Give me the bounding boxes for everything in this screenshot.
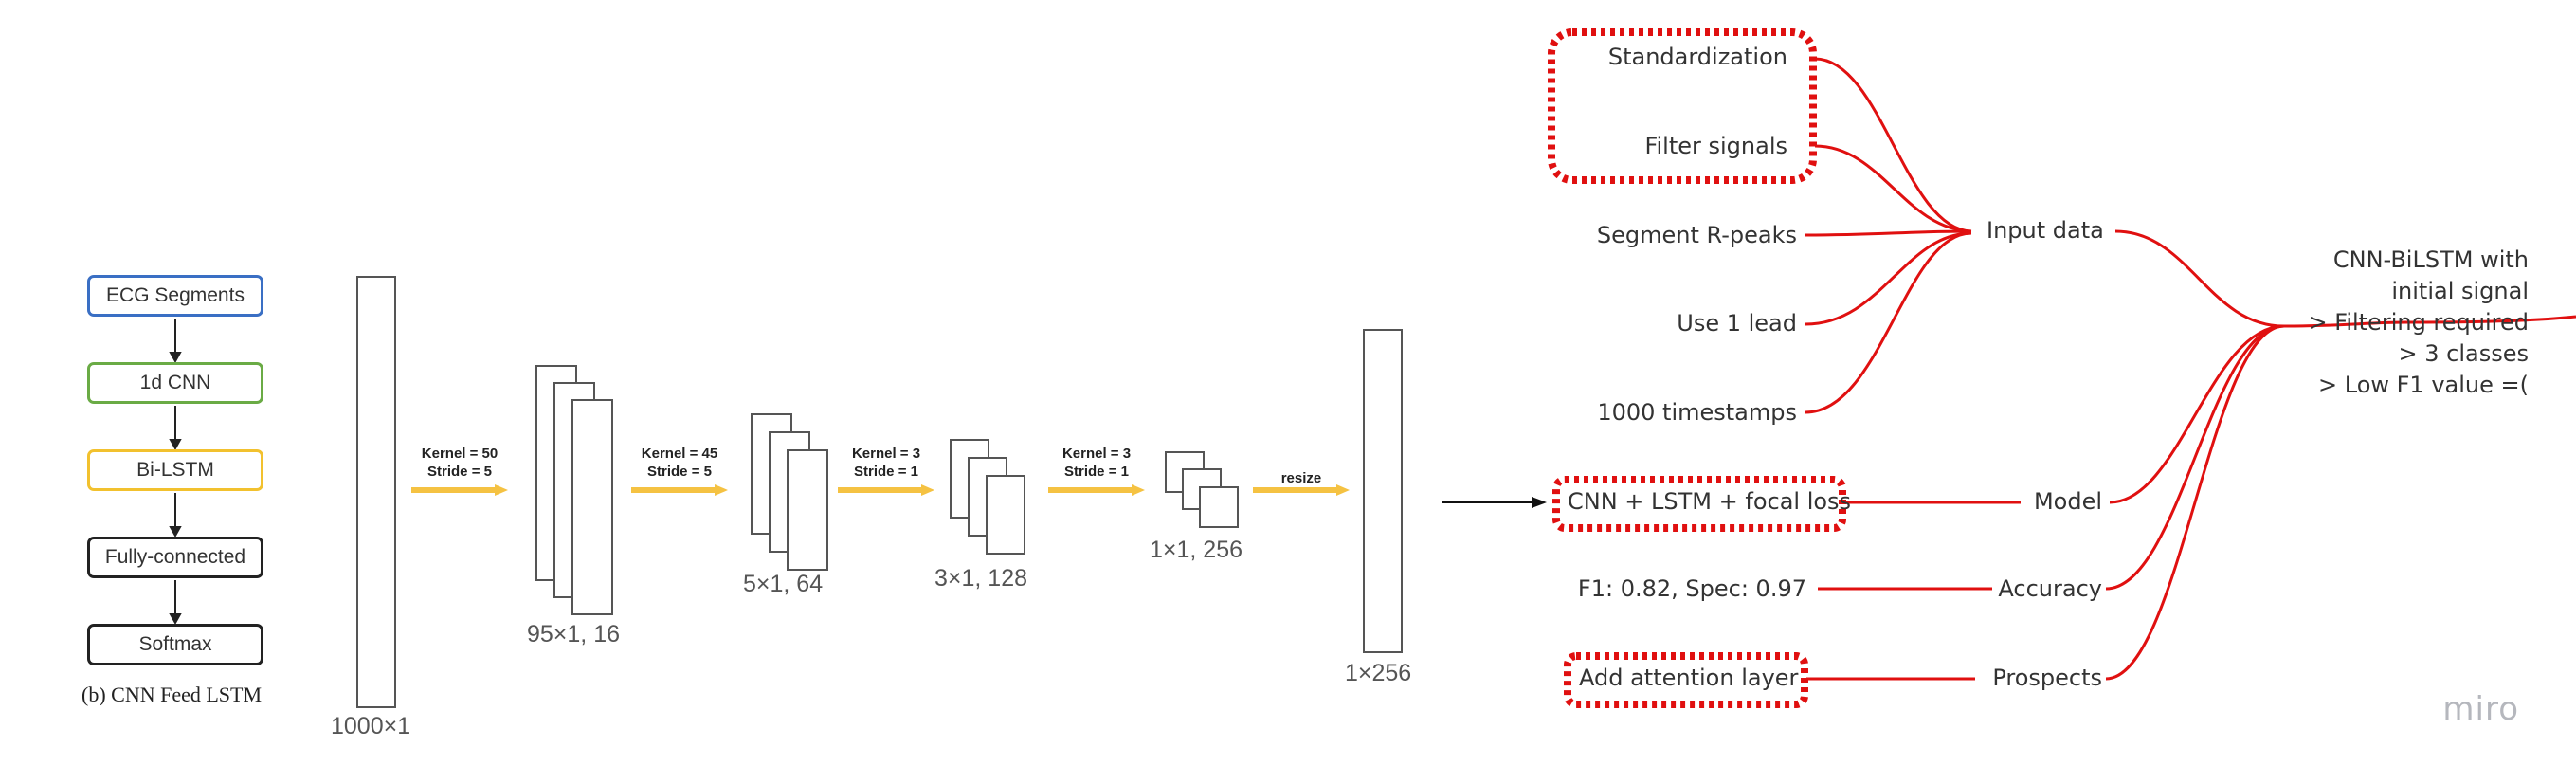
op-label-3-stride: Stride = 1	[854, 464, 918, 480]
flow-caption: (b) CNN Feed LSTM	[82, 683, 263, 706]
highlight-preprocessing	[1548, 28, 1817, 184]
highlight-prospects	[1564, 652, 1808, 708]
op-label-2-stride: Stride = 5	[647, 464, 712, 480]
op-label-1: Kernel = 50 Stride = 5	[408, 445, 512, 481]
input-item-segment-r-peaks: Segment R-peaks	[1596, 222, 1797, 248]
dim-label-3x1-128: 3×1, 128	[934, 565, 1028, 592]
dim-label-5x1-64: 5×1, 64	[743, 571, 824, 597]
input-item-filter-signals: Filter signals	[1644, 133, 1787, 159]
flow-connectors	[169, 319, 182, 626]
op-label-5: resize	[1280, 470, 1322, 486]
branch-model: Model	[2033, 488, 2102, 515]
miro-watermark: miro	[2442, 690, 2519, 728]
dim-label-95x1-16: 95×1, 16	[527, 621, 621, 647]
highlight-frames	[1548, 28, 1846, 708]
root-line-3: > Filtering required	[2308, 309, 2529, 336]
accuracy-item: F1: 0.82, Spec: 0.97	[1577, 575, 1806, 602]
input-item-use-1-lead: Use 1 lead	[1677, 310, 1797, 337]
flow-box-1d-cnn: 1d CNN	[87, 362, 263, 404]
flow-box-bi-lstm: Bi-LSTM	[87, 449, 263, 491]
op-label-4: Kernel = 3 Stride = 1	[1044, 445, 1149, 481]
layer-95x1-16	[535, 365, 613, 615]
dim-label-1x256: 1×256	[1345, 660, 1412, 686]
branch-accuracy: Accuracy	[1998, 575, 2102, 602]
flow-box-softmax: Softmax	[87, 624, 263, 665]
input-item-standardization: Standardization	[1607, 44, 1787, 70]
op-label-3-kernel: Kernel = 3	[851, 446, 921, 462]
op-label-4-stride: Stride = 1	[1064, 464, 1129, 480]
op-label-1-kernel: Kernel = 50	[421, 446, 499, 462]
highlight-model	[1552, 476, 1846, 532]
branch-prospects: Prospects	[1992, 665, 2102, 691]
flow-box-ecg-segments: ECG Segments	[87, 275, 263, 317]
op-label-2-kernel: Kernel = 45	[641, 446, 718, 462]
op-label-2: Kernel = 45 Stride = 5	[627, 445, 732, 481]
op-arrows	[411, 484, 1350, 496]
layer-3x1-128	[950, 439, 1025, 555]
branch-input-data: Input data	[1986, 217, 2104, 244]
flow-box-fully-connected: Fully-connected	[87, 537, 263, 578]
root-line-4: > 3 classes	[2398, 340, 2529, 367]
mindmap-connectors	[1805, 57, 2576, 681]
layer-1x1-256	[1165, 451, 1239, 528]
root-line-1: CNN-BiLSTM with	[2332, 246, 2529, 273]
dim-label-1000x1: 1000×1	[331, 713, 411, 739]
op-label-1-stride: Stride = 5	[427, 464, 492, 480]
layer-blocks	[356, 276, 1403, 708]
layer-5x1-64	[751, 413, 828, 571]
root-line-2: initial signal	[2391, 278, 2529, 304]
link-arrow	[1442, 497, 1547, 508]
layer-1x256	[1363, 329, 1403, 653]
layer-1000x1	[356, 276, 396, 708]
dim-label-1x1-256: 1×1, 256	[1150, 537, 1243, 563]
prospects-item: Add attention layer	[1579, 665, 1799, 691]
op-label-4-kernel: Kernel = 3	[1061, 446, 1132, 462]
root-node: CNN-BiLSTM with initial signal > Filteri…	[2309, 245, 2529, 401]
op-label-3: Kernel = 3 Stride = 1	[834, 445, 938, 481]
input-item-1000-timestamps: 1000 timestamps	[1597, 399, 1797, 426]
root-line-5: > Low F1 value =(	[2318, 372, 2529, 398]
model-item: CNN + LSTM + focal loss	[1568, 488, 1852, 515]
